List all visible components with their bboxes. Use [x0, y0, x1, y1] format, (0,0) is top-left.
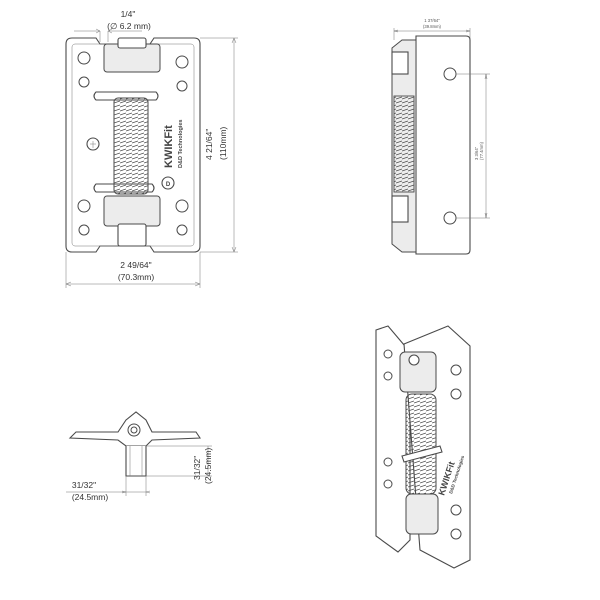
- iso-hole: [450, 388, 462, 400]
- side-spring: [393, 95, 415, 193]
- mount-hole: [77, 199, 91, 213]
- dd-logo: D: [161, 176, 175, 190]
- mount-hole: [78, 224, 90, 236]
- top-view: 31/32" (24.5mm) 31/32" (24.5mm): [66, 411, 213, 502]
- pin-fraction-label: 1/4": [121, 9, 136, 19]
- hole-spacing-metric-label: (77.4mm): [479, 141, 484, 160]
- top-height-dimension: 31/32" (24.5mm): [146, 445, 213, 484]
- width-dimension: 2 49/64" (70.3mm): [65, 252, 201, 288]
- brand-name: KWIKFit: [163, 125, 175, 168]
- height-dimension: 4 21/64" (110mm): [200, 37, 238, 253]
- top-width-fraction-label: 31/32": [72, 480, 96, 490]
- side-upper-knuckle: [391, 51, 409, 75]
- top-width-dimension: 31/32" (24.5mm): [66, 476, 151, 502]
- top-height-metric-label: (24.5mm): [203, 447, 213, 484]
- height-metric-label: (110mm): [218, 126, 228, 160]
- width-fraction-label: 2 49/64": [120, 260, 151, 270]
- height-fraction-label: 4 21/64": [204, 129, 214, 160]
- iso-hole: [383, 479, 393, 489]
- depth-metric-label: (39.8mm): [423, 24, 442, 29]
- coil-spring: [113, 97, 149, 195]
- mount-hole: [176, 224, 188, 236]
- side-mount-hole-upper: [443, 67, 457, 81]
- iso-hole: [383, 349, 393, 359]
- mount-hole: [175, 55, 189, 69]
- mount-hole: [78, 76, 90, 88]
- brand-maker: D&D Technologies: [178, 120, 184, 169]
- mount-hole: [77, 51, 91, 65]
- iso-hole: [450, 528, 462, 540]
- depth-fraction-label: 1 37/64": [424, 18, 440, 23]
- iso-spring: [405, 393, 437, 495]
- side-lower-knuckle: [391, 195, 409, 223]
- lower-knuckle: [103, 195, 161, 227]
- iso-hole: [450, 504, 462, 516]
- iso-hole: [383, 371, 393, 381]
- pin-diameter-dimension: 1/4" (∅ 6.2 mm): [74, 9, 151, 42]
- iso-hole: [383, 457, 393, 467]
- side-plate: [415, 35, 471, 255]
- mount-hole: [175, 199, 189, 213]
- iso-tension-arm: [401, 445, 443, 463]
- side-mount-hole-lower: [443, 211, 457, 225]
- side-view: 1 37/64" (39.8mm) 3 3/64" (77.4mm): [391, 18, 490, 255]
- iso-hole: [450, 364, 462, 376]
- top-height-fraction-label: 31/32": [192, 456, 202, 480]
- iso-pin-top: [408, 354, 420, 366]
- isometric-view: KWIKFit D&D Technologies: [375, 325, 471, 569]
- width-metric-label: (70.3mm): [118, 272, 155, 282]
- svg-text:D: D: [166, 182, 171, 188]
- upper-pin-cap: [117, 37, 147, 49]
- lock-logo: [86, 137, 100, 151]
- mount-hole: [176, 80, 188, 92]
- pin-metric-label: (∅ 6.2 mm): [107, 21, 151, 31]
- hole-spacing-fraction-label: 3 3/64": [474, 146, 479, 160]
- top-pin: [130, 426, 138, 434]
- top-width-metric-label: (24.5mm): [72, 492, 109, 502]
- top-stem: [125, 446, 147, 477]
- front-view: 1/4" (∅ 6.2 mm) D: [65, 9, 238, 288]
- hole-spacing-dimension: 3 3/64" (77.4mm): [456, 73, 490, 219]
- lower-pin-cap: [117, 223, 147, 247]
- iso-lower-knuckle: [405, 493, 439, 535]
